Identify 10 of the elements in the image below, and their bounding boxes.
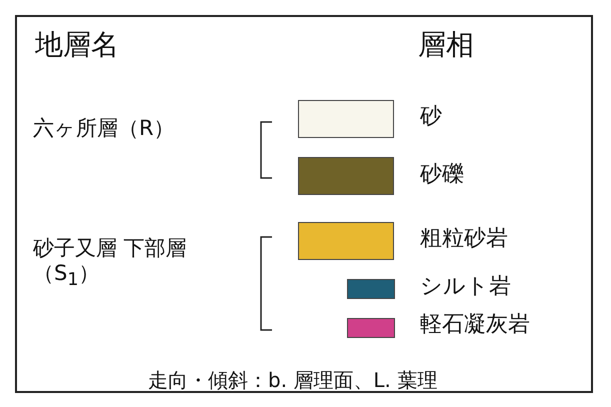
legend-label: 軽石凝灰岩 xyxy=(420,312,530,338)
column-heading: 層相 xyxy=(418,28,474,62)
formation-name: 砂子又層 下部層（S$_{1}$） xyxy=(33,236,188,292)
formation-name: 六ヶ所層（R） xyxy=(33,116,175,142)
note-text: 走向・傾斜：b. 層理面、L. 葉理 xyxy=(148,368,438,392)
column-heading: 地層名 xyxy=(35,28,119,62)
legend-label: シルト岩 xyxy=(420,274,511,300)
legend-label: 粗粒砂岩 xyxy=(420,226,508,252)
legend-label: 砂 xyxy=(420,104,442,130)
legend-label: 砂礫 xyxy=(420,162,464,188)
